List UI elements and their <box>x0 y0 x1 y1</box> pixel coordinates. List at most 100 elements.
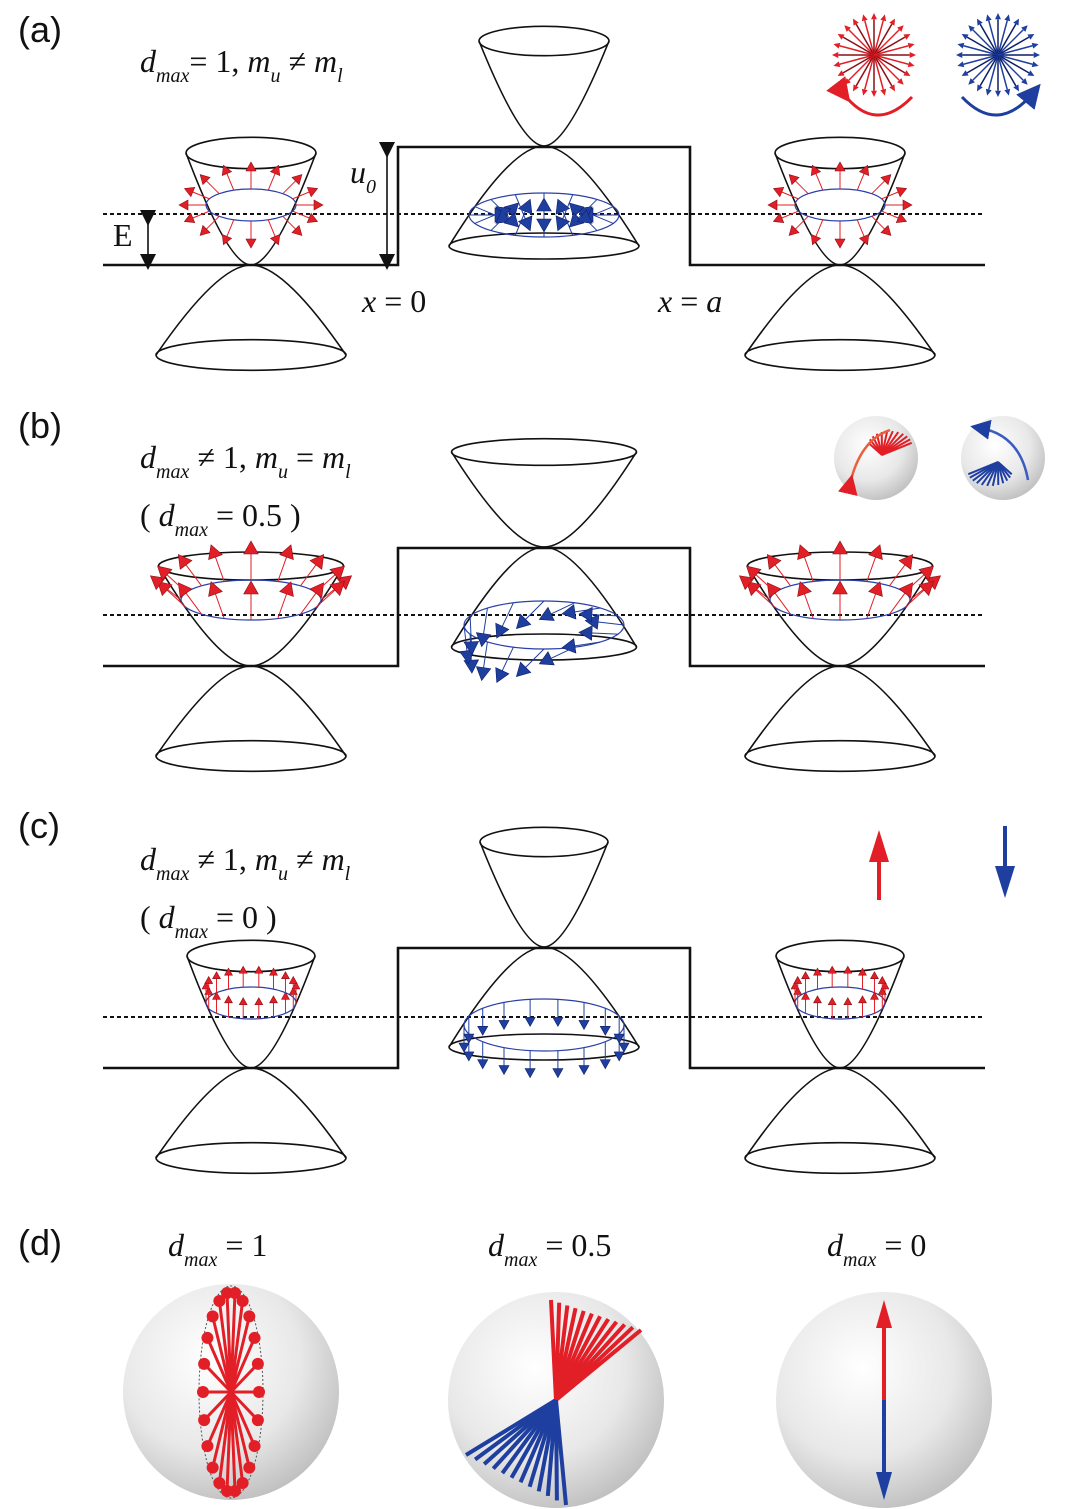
sphere-1-spins <box>197 1287 265 1497</box>
planar-spin-head <box>236 1295 249 1308</box>
spin-arrow-stem <box>514 194 526 219</box>
spin-arrow-head <box>599 1025 611 1036</box>
spin-arrow-head <box>834 161 846 172</box>
hedgehog-ray <box>979 23 999 56</box>
cone-hole-wall <box>450 546 638 648</box>
blue-precession-icon <box>970 419 1030 481</box>
sphere-3-down-head <box>876 1472 892 1500</box>
hedgehog-ray <box>842 36 875 56</box>
hole-cone-barrier-b <box>450 546 638 661</box>
hedgehog-tip <box>889 84 895 92</box>
spin-arrow-stem <box>574 641 601 647</box>
hedgehog-tip <box>995 13 1001 20</box>
spin-arrow-stem <box>815 219 824 237</box>
hedgehog-tip <box>985 88 992 96</box>
spin-arrow-head <box>517 198 533 215</box>
hedgehog-tip <box>903 70 911 76</box>
spin-arrow-head <box>538 606 555 621</box>
spin-arrow-head <box>313 199 324 211</box>
hedgehog-tip <box>1033 52 1040 58</box>
hedgehog-ray <box>997 54 1008 90</box>
spin-arrow-stem <box>795 180 809 195</box>
spin-arrow-head <box>766 582 782 599</box>
spin-arrow-head <box>797 581 812 597</box>
spin-arrow-head <box>329 565 345 581</box>
hedgehog-ray <box>972 29 999 56</box>
planar-spin <box>206 1391 233 1447</box>
cone-lower-wall <box>155 665 347 757</box>
hedgehog-tip <box>833 42 841 49</box>
hedgehog-ray <box>997 54 1017 87</box>
spin-arrow-head <box>201 981 211 990</box>
spin-arrow-head <box>463 641 480 656</box>
dirac-cone-right-c <box>744 939 936 1175</box>
spin-arrow-stem <box>598 621 625 626</box>
spin-arrow-stem <box>483 641 488 668</box>
spin-arrow-head <box>858 164 870 176</box>
cone-upper-wall <box>186 955 316 1069</box>
panel-a-condition: dmax= 1, mu ≠ ml <box>140 43 343 87</box>
spin-arrow-head <box>291 981 301 990</box>
spin-arrow-stem <box>267 173 276 191</box>
fan-ray <box>967 461 999 476</box>
spin-arrow-head <box>475 632 492 648</box>
spin-arrow-stem <box>803 556 814 582</box>
hedgehog-ray <box>848 54 875 81</box>
dirac-cone-barrier-a <box>478 25 610 147</box>
spin-arrow-head <box>245 238 257 249</box>
spin-arrow-head <box>208 581 223 597</box>
planar-spin-head <box>213 1476 226 1489</box>
spin-arrow-head <box>199 174 211 186</box>
hedgehog-ray <box>963 54 999 65</box>
spin-arrow-head <box>291 224 303 236</box>
spin-ring-barrier-a <box>468 192 620 238</box>
spin-arrow-head <box>517 215 533 232</box>
spin-arrow-stem <box>591 632 618 635</box>
spin-arrow-head <box>578 625 593 641</box>
cone-upper-rim <box>479 826 609 858</box>
cone-lower-wall <box>155 1067 347 1159</box>
spin-arrow-head <box>772 212 785 224</box>
spin-arrow-stem <box>214 556 225 582</box>
hedgehog-tip <box>1031 42 1039 49</box>
spin-arrow-head <box>895 186 908 198</box>
spin-arrow-stem <box>267 219 276 237</box>
spin-arrow-head <box>552 1017 564 1028</box>
spin-arrow-stem <box>550 646 575 659</box>
planar-spin-head <box>221 1484 234 1497</box>
cone-hole-wall <box>448 946 640 1048</box>
hedgehog-tip <box>833 61 841 68</box>
hedgehog-ray <box>873 20 884 56</box>
spin-arrow-stem <box>226 173 235 191</box>
spin-arrow-head <box>245 161 257 172</box>
spin-arrow-head <box>269 967 278 976</box>
spin-arrow-head <box>269 995 278 1004</box>
spin-arrow-head <box>238 965 248 974</box>
spin-arrow-head <box>870 971 879 980</box>
cone-upper-wall <box>450 451 638 548</box>
spin-arrow-head <box>177 582 193 599</box>
spin-arrow-head <box>868 581 883 597</box>
spin-arrow-stem <box>578 199 598 219</box>
spin-ring-path <box>794 188 886 222</box>
planar-spin-head <box>243 1310 256 1323</box>
hedgehog-tip <box>1013 18 1019 26</box>
spin-arrow-head <box>843 997 853 1006</box>
planar-spin <box>229 1337 256 1393</box>
hedgehog-tip <box>957 61 965 68</box>
spin-arrow-head <box>495 622 510 639</box>
cone-upper-rim <box>186 939 316 973</box>
cone-upper-rim <box>775 939 905 973</box>
spin-arrow-head <box>149 575 166 591</box>
spin-arrow-head <box>801 991 810 1000</box>
spin-arrow-head <box>524 1017 536 1028</box>
spin-arrow-stem <box>904 589 925 609</box>
spin-arrow-stem <box>282 215 296 230</box>
planar-spin-head <box>201 1331 214 1344</box>
spin-arrow-head <box>224 967 233 976</box>
spin-arrow-stem <box>192 210 210 219</box>
spin-arrow-head <box>477 1059 489 1070</box>
spin-arrow-head <box>918 565 934 581</box>
red-rotation-icon <box>826 76 914 117</box>
spin-arrow-head <box>898 582 914 599</box>
